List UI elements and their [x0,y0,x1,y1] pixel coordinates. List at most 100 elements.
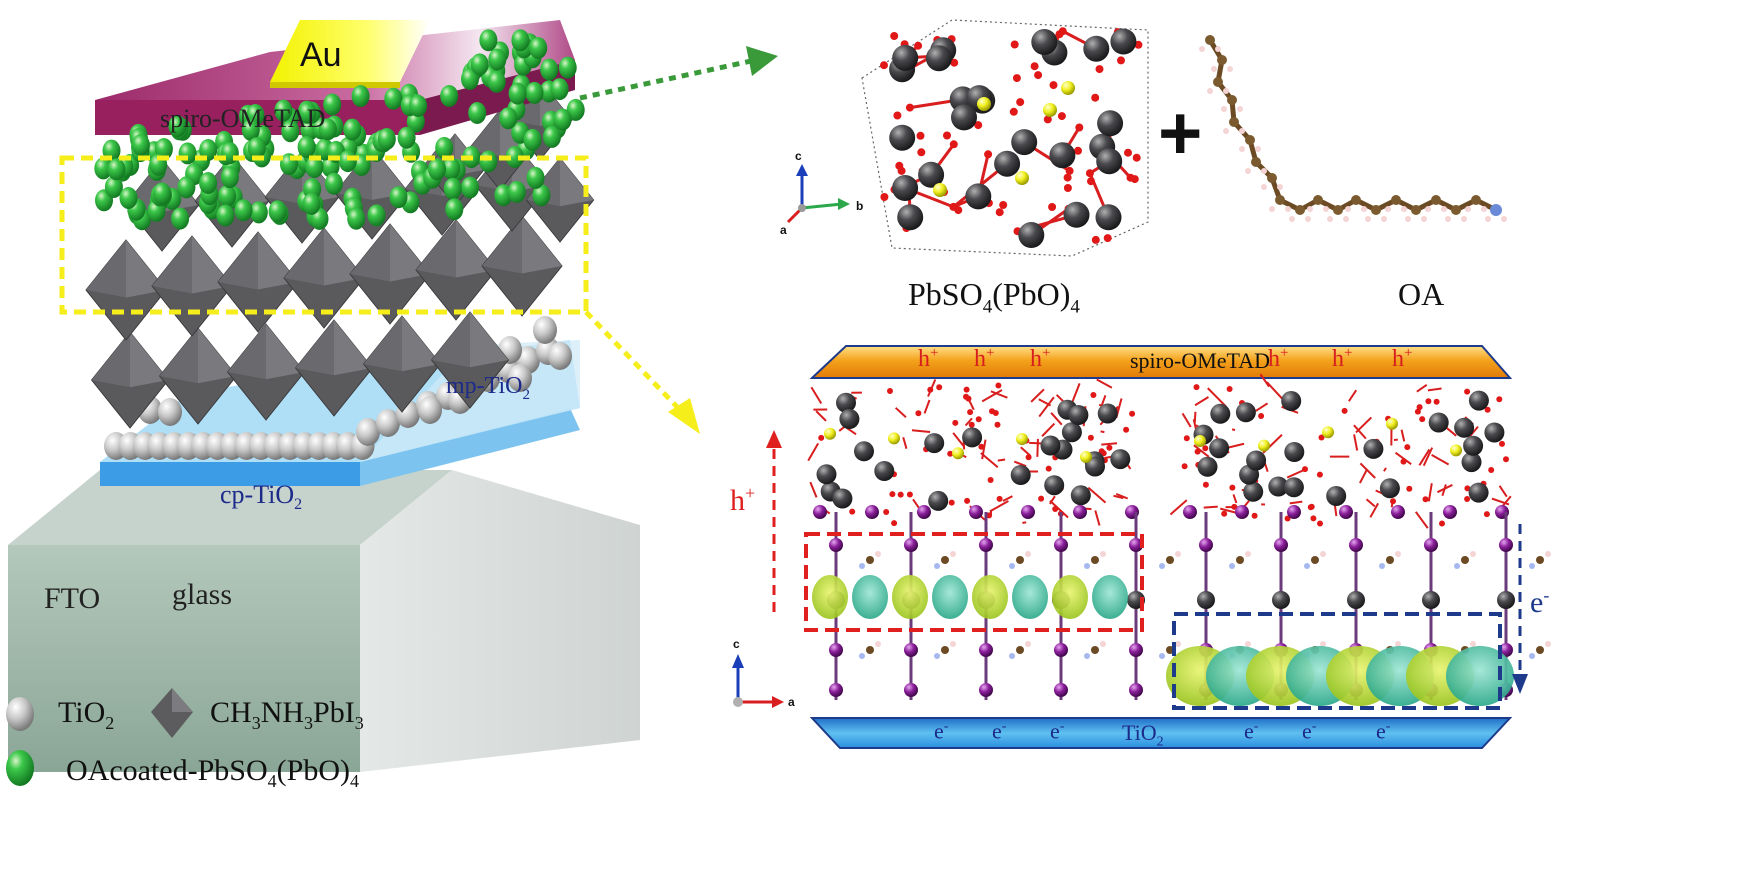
lead-atom [839,409,860,429]
green-sphere [494,184,513,207]
green-sphere [558,56,577,79]
oxygen-atom [1221,510,1228,517]
iodine-atom [1129,683,1143,697]
bond [1002,495,1013,502]
electron-carrier-base: e [1376,718,1386,744]
hydrogen-atom [1461,216,1467,222]
legend-perovskite-s3: 3 [354,713,364,733]
electron-arrowhead [1512,674,1528,694]
bond [1169,499,1188,516]
pbso-a: PbSO [908,276,983,312]
green-sphere [479,29,498,52]
oxygen-atom [1310,515,1317,522]
au-electrode [270,20,430,82]
band-tio2-base: TiO [1122,720,1157,745]
oxygen-atom [1231,503,1238,510]
lead-atom [1379,478,1400,499]
lead-atom [836,392,856,413]
bond [1096,378,1113,389]
hydrogen-atom [1381,216,1387,222]
hydrogen-atom [1405,216,1411,222]
pbso-s1: 4 [982,296,993,318]
lead-atom [1468,390,1489,411]
oxygen-atom [964,497,971,504]
electron-carrier-sup: - [1001,719,1007,734]
fto-glass-top [8,470,452,545]
octahedron-facet [266,324,305,380]
bond [990,390,1008,399]
green-sphere [488,48,507,71]
lead-atom [1096,148,1123,175]
spiro-label: spiro-OMeTAD [160,104,326,133]
green-sphere [274,99,293,122]
hole-density-box [804,532,1144,632]
green-sphere [523,128,542,151]
lead-atom [965,183,992,210]
ma-nitrogen [934,563,940,569]
oxygen-atom [1095,65,1104,74]
ma-nitrogen [1159,563,1165,569]
ma-nitrogen [1454,563,1460,569]
legend-perovskite-s2: 3 [304,713,314,733]
ma-hydrogen [950,641,956,647]
bond [1087,486,1107,504]
green-sphere [529,37,548,59]
oxygen-atom [889,491,896,498]
bond [1422,447,1434,467]
octahedron-facet [470,312,509,368]
oxygen-atom [916,131,925,140]
oxygen-atom [905,103,914,112]
bond [1030,388,1045,403]
oxygen-atom [1341,407,1348,414]
bond [895,407,907,419]
lead-atom [889,124,916,151]
hole-carrier-label: h+ [1332,346,1352,372]
bond [1353,434,1359,451]
legend-tio2-base: TiO [58,696,106,729]
oxygen-atom [987,477,994,483]
iodine-atom [1391,505,1405,519]
oxygen-atom [1063,184,1072,192]
spiro-layer-side [420,60,575,135]
bond [964,417,973,427]
axis1-c-label: c [795,149,802,163]
ma-carbon [1236,556,1244,564]
oxygen-atom [1129,410,1136,417]
hydrogen-atom [1245,168,1251,174]
oxygen-atom [1123,426,1130,433]
electron-carrier-label: e- [1376,720,1390,742]
green-sphere [220,142,239,165]
carbon-atom [1471,195,1481,205]
hole-carrier-label: h+ [918,346,938,372]
hydrogen-atom [1199,46,1205,52]
green-arrowhead [746,46,778,76]
lead-atom [1197,456,1218,477]
lead-atom [1243,481,1264,502]
ma-hydrogen [1245,641,1251,647]
charge-density-lobe [1446,646,1514,706]
ma-carbon [1091,646,1099,654]
octahedron-facet [416,220,456,278]
oxygen-atom [1302,466,1308,473]
bond [1355,416,1373,434]
lead-atom [897,204,924,231]
hydrogen-atom [1343,216,1349,222]
oxygen-atom [974,121,983,130]
octahedron-facet [350,224,390,282]
tio2-sphere [533,316,557,344]
lead-atom [1468,482,1489,503]
iodine-atom [1054,643,1068,657]
iodine-atom [1054,683,1068,697]
lead-atom [1031,29,1058,55]
bond [1013,460,1027,468]
green-sphere [389,186,408,209]
green-sphere [526,166,545,189]
axis2-c-label: c [733,637,740,651]
hydrogen-atom [1261,168,1267,174]
lead-atom [1044,475,1065,496]
oxygen-atom [967,409,974,416]
green-sphere [461,68,479,90]
green-sphere [218,185,237,207]
green-sphere [525,81,544,104]
oxygen-atom [995,208,1004,217]
